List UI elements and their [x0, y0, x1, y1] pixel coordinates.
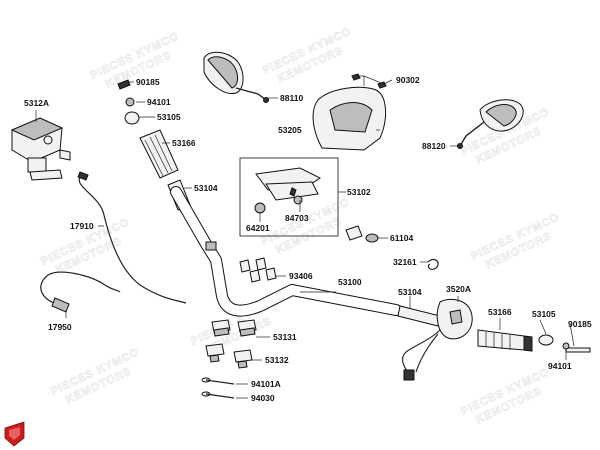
bolts-part — [201, 377, 235, 399]
throttle-sleeve-part — [397, 305, 441, 327]
label-53104-right: 53104 — [398, 287, 422, 297]
right-mirror-part — [457, 99, 524, 149]
switch-assembly-part — [402, 298, 473, 381]
label-64201: 64201 — [246, 223, 270, 233]
label-61104: 61104 — [390, 233, 413, 243]
label-3520A: 3520A — [446, 284, 471, 294]
label-94101A: 94101A — [251, 379, 281, 389]
bracket-group-box — [239, 157, 339, 237]
cable-end-icon — [77, 171, 89, 181]
label-84703: 84703 — [285, 213, 309, 223]
label-53166: 53166 — [172, 138, 196, 148]
handlebar-cover-part — [312, 73, 387, 151]
left-mirror-part — [203, 51, 269, 103]
handlebar-53100-part — [170, 186, 402, 317]
leader-lines — [35, 75, 575, 399]
label-53104: 53104 — [194, 183, 218, 193]
cable-17950-part — [40, 271, 121, 306]
right-bar-end-parts — [538, 334, 591, 353]
label-88120: 88120 — [422, 141, 446, 151]
label-17950: 17950 — [48, 322, 72, 332]
right-grip-part — [477, 329, 533, 352]
label-53105-right: 53105 — [532, 309, 556, 319]
label-53132: 53132 — [265, 355, 289, 365]
brand-logo-icon — [4, 421, 25, 447]
cable-adjuster-icon — [51, 297, 70, 313]
clamps-53132-part — [205, 343, 253, 369]
clamps-53131-part — [211, 319, 257, 337]
label-53205: 53205 — [278, 125, 302, 135]
label-94101-right: 94101 — [548, 361, 572, 371]
label-5312A: 5312A — [24, 98, 49, 108]
label-53102: 53102 — [347, 187, 371, 197]
label-53131: 53131 — [273, 332, 297, 342]
label-53166-right: 53166 — [488, 307, 512, 317]
label-90185: 90185 — [136, 77, 160, 87]
bracket-61104-part — [345, 225, 379, 243]
label-94030: 94030 — [251, 393, 275, 403]
label-90185-right: 90185 — [568, 319, 592, 329]
master-cylinder-part — [10, 117, 71, 181]
label-53100: 53100 — [338, 277, 362, 287]
label-93406: 93406 — [289, 271, 313, 281]
part-labels: 5312A 90185 94101 53105 53166 53104 8811… — [24, 75, 592, 403]
cable-17910-part — [78, 174, 187, 304]
label-32161: 32161 — [393, 257, 417, 267]
clip-32161-part — [427, 258, 439, 270]
label-90302: 90302 — [396, 75, 420, 85]
label-53105: 53105 — [157, 112, 181, 122]
label-17910: 17910 — [70, 221, 94, 231]
studs-93406-part — [239, 257, 277, 283]
label-88110: 88110 — [280, 93, 303, 103]
label-94101: 94101 — [147, 97, 171, 107]
